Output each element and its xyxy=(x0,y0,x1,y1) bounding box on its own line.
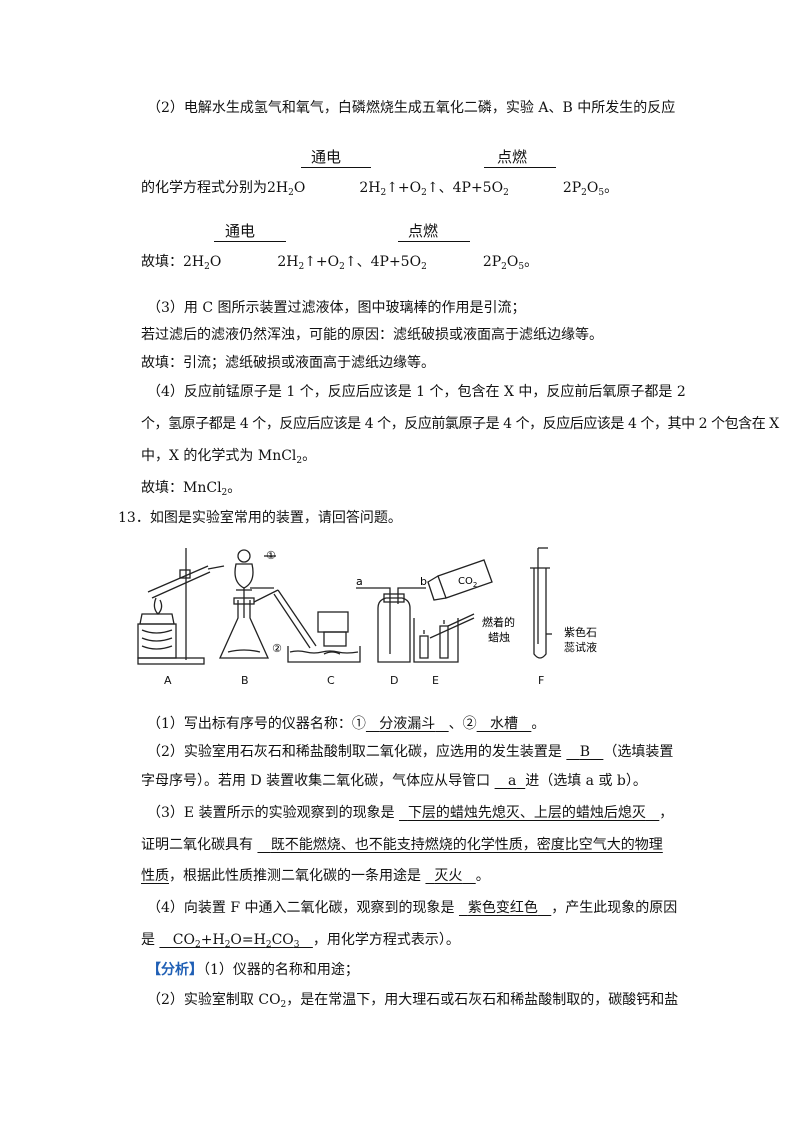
answer-blank-7: 灭火 xyxy=(434,868,463,884)
lab-apparatus-figure: ① ② a b CO2 燃着的 蜡烛 紫色石 蕊试液 A B C D E F xyxy=(137,547,597,687)
figure-label-co2: CO2 xyxy=(458,576,477,589)
q13-sub2-line2: 字母序号）。若用 D 装置收集二氧化碳，气体应从导管口 a 进（选填 a 或 b… xyxy=(141,773,647,789)
equation-arrow-bar xyxy=(398,241,470,242)
figure-label-2: ② xyxy=(272,642,282,655)
answer-blank-8: 紫色变红色 xyxy=(467,900,538,916)
figure-caption-e: E xyxy=(432,674,439,687)
equation-arrow-bar xyxy=(214,241,286,242)
condition-electrolysis-1: 通电 xyxy=(311,148,342,166)
q13-sub2-line1: （2）实验室用石灰石和稀盐酸制取二氧化碳，应选用的发生装置是 B （选填装置 xyxy=(147,744,674,760)
apparatus-a xyxy=(137,548,225,665)
q13-sub3-line2: 证明二氧化碳具有 既不能燃烧、也不能支持燃烧的化学性质，密度比空气大的物理 xyxy=(141,837,663,853)
part3-line3: 故填：引流；滤纸破损或液面高于滤纸边缘等。 xyxy=(141,355,435,371)
part4-line1: （4）反应前锰原子是 1 个，反应后应该是 1 个，包含在 X 中，反应前后氧原… xyxy=(147,384,686,400)
apparatus-f xyxy=(530,547,552,659)
figure-caption-b: B xyxy=(241,674,249,687)
figure-label-b: b xyxy=(420,575,427,588)
figure-caption-c: C xyxy=(327,674,335,687)
answer-blank-5: 下层的蜡烛先熄灭、上层的蜡烛后熄灭 xyxy=(407,805,646,821)
apparatus-c xyxy=(287,611,361,663)
answer-blank-2: 水槽 xyxy=(490,716,518,732)
apparatus-e xyxy=(413,559,493,663)
condition-ignite-1: 点燃 xyxy=(497,148,528,166)
q13-sub1: （1）写出标有序号的仪器名称：① 分液漏斗 、② 水槽 。 xyxy=(147,716,546,732)
equation-arrow-bar xyxy=(484,167,556,168)
figure-label-litmus-2: 蕊试液 xyxy=(564,640,597,654)
condition-ignite-2: 点燃 xyxy=(408,222,439,240)
figure-label-1: ① xyxy=(266,549,276,562)
apparatus-b xyxy=(218,549,317,659)
question-13-title: 13．如图是实验室常用的装置，请回答问题。 xyxy=(118,510,402,526)
analysis-line2: （2）实验室制取 CO2，是在常温下，用大理石或石灰石和稀盐酸制取的，碳酸钙和盐 xyxy=(147,992,679,1010)
q13-sub3-line3: 性质，根据此性质推测二氧化碳的一条用途是 灭火 。 xyxy=(141,868,490,884)
figure-label-candle-2: 蜡烛 xyxy=(488,631,510,644)
q13-sub3-line1: （3）E 装置所示的实验观察到的现象是 下层的蜡烛先熄灭、上层的蜡烛后熄灭 ， xyxy=(147,805,674,821)
answer-blank-6: 既不能燃烧、也不能支持燃烧的化学性质，密度比空气大的物理 xyxy=(270,837,663,853)
part4-line3: 中，X 的化学式为 MnCl2。 xyxy=(141,448,317,466)
part4-line2: 个，氢原子都是 4 个，反应后应该是 4 个，反应前氯原子是 4 个，反应后应该… xyxy=(141,416,779,432)
analysis-line1: 【分析】（1）仪器的名称和用途； xyxy=(147,962,359,978)
analysis-tag: 【分析】 xyxy=(147,962,203,978)
q13-sub4-line1: （4）向装置 F 中通入二氧化碳，观察到的现象是 紫色变红色 ，产生此现象的原因 xyxy=(147,900,678,916)
figure-label-litmus-1: 紫色石 xyxy=(564,625,597,639)
answer-blank-1: 分液漏斗 xyxy=(379,716,436,732)
part3-line1: （3）用 C 图所示装置过滤液体，图中玻璃棒的作用是引流； xyxy=(147,300,526,316)
condition-electrolysis-2: 通电 xyxy=(225,222,256,240)
answer-blank-4: a xyxy=(507,773,517,789)
apparatus-d xyxy=(356,587,426,663)
figure-label-candle-1: 燃着的 xyxy=(482,615,515,629)
figure-caption-a: A xyxy=(164,674,172,687)
q13-sub4-line2: 是 CO2+H2O=H2CO3 ，用化学方程式表示）。 xyxy=(141,932,460,950)
figure-caption-d: D xyxy=(390,674,398,687)
figure-caption-f: F xyxy=(538,674,544,687)
figure-label-a: a xyxy=(356,575,363,588)
equation-arrow-bar xyxy=(301,167,371,168)
answer-blank-9: CO2+H2O=H2CO3 xyxy=(159,932,300,950)
answer-blank-3: B xyxy=(579,744,591,760)
part3-line2: 若过滤后的滤液仍然浑浊，可能的原因：滤纸破损或液面高于滤纸边缘等。 xyxy=(141,327,603,343)
part4-answer: 故填：MnCl2。 xyxy=(141,480,242,498)
part2-intro: （2）电解水生成氢气和氧气，白磷燃烧生成五氧化二磷，实验 A、B 中所发生的反应 xyxy=(147,100,676,116)
